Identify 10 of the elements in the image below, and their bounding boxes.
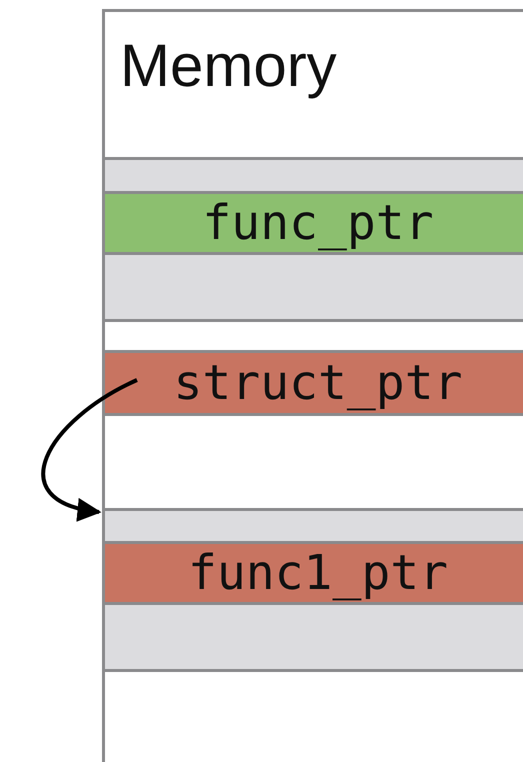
memory-cell — [105, 350, 523, 416]
arrow — [42, 378, 138, 520]
memory-slot — [105, 508, 523, 544]
memory-slot — [105, 252, 523, 322]
memory-slot — [105, 602, 523, 672]
memory-cell — [105, 191, 523, 255]
memory-title: Memory — [120, 36, 337, 96]
memory-slot — [105, 157, 523, 194]
memory-block — [102, 9, 523, 762]
memory-cell — [105, 541, 523, 605]
